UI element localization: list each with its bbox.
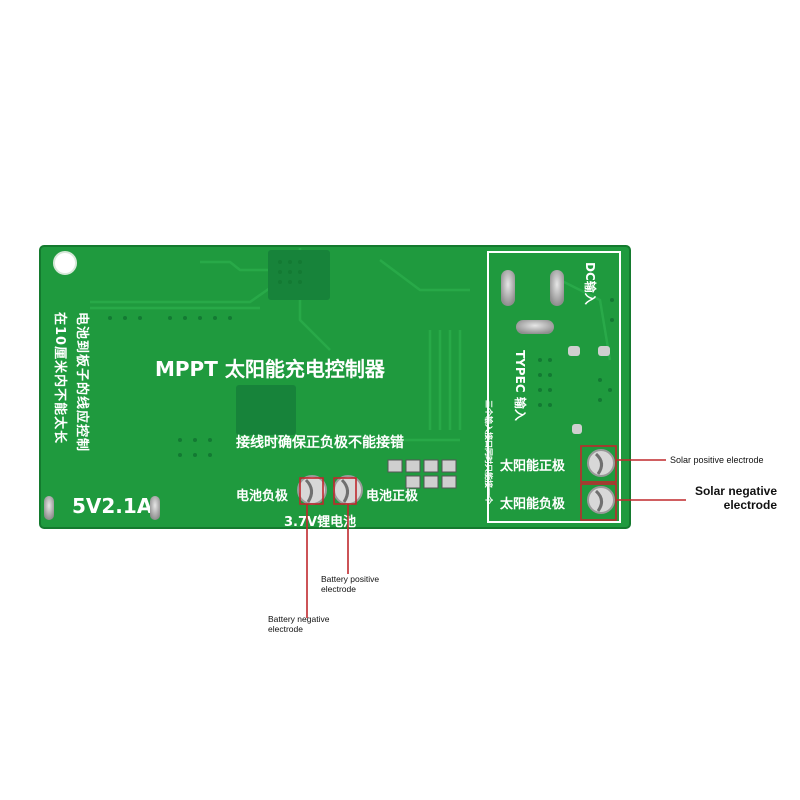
rating-label: 5V2.1A bbox=[72, 494, 153, 518]
annotation-solar-positive: Solar positive electrode bbox=[670, 455, 764, 465]
side-note-line2: 在10厘米内不能太长 bbox=[52, 312, 68, 444]
annotation-battery-positive-line2: electrode bbox=[321, 584, 356, 594]
dc-input-label: DC输入 bbox=[583, 262, 598, 305]
battery-negative-silk: 电池负极 bbox=[236, 488, 289, 504]
annotation-leaders bbox=[299, 445, 686, 618]
solar-positive-silk: 太阳能正极 bbox=[499, 458, 566, 474]
pcb-vias bbox=[108, 260, 614, 457]
annotation-battery-negative-line2: electrode bbox=[268, 624, 303, 634]
solar-negative-silk: 太阳能负极 bbox=[499, 496, 566, 512]
pcb-components bbox=[236, 250, 330, 435]
pcb-traces bbox=[90, 248, 612, 442]
mounting-hole bbox=[53, 251, 77, 275]
solar-positive-pad bbox=[587, 449, 615, 477]
battery-positive-silk: 电池正极 bbox=[366, 488, 419, 504]
annotation-battery-positive-line1: Battery positive bbox=[321, 574, 379, 584]
board-title: MPPT 太阳能充电控制器 bbox=[155, 357, 386, 381]
input-note: 三个输入接口同时只能接一个 bbox=[484, 400, 494, 505]
battery-positive-pad bbox=[333, 475, 363, 505]
annotation-battery-negative-line1: Battery negative bbox=[268, 614, 330, 624]
smd-component-grid bbox=[387, 459, 457, 489]
side-note-line1: 电池到板子的线应控制 bbox=[74, 312, 90, 452]
annotation-solar-negative-line2: electrode bbox=[724, 498, 778, 512]
solar-negative-pad bbox=[587, 486, 615, 514]
battery-label: 3.7V锂电池 bbox=[284, 514, 356, 530]
wiring-warning: 接线时确保正负极不能接错 bbox=[236, 434, 404, 451]
annotation-solar-negative-line1: Solar negative bbox=[695, 484, 777, 498]
pcb-board bbox=[40, 246, 630, 528]
typec-input-label: TYPEC 输入 bbox=[513, 350, 528, 421]
battery-negative-pad bbox=[297, 475, 327, 505]
dc-input-pads bbox=[501, 270, 610, 434]
input-section-outline bbox=[487, 251, 621, 523]
